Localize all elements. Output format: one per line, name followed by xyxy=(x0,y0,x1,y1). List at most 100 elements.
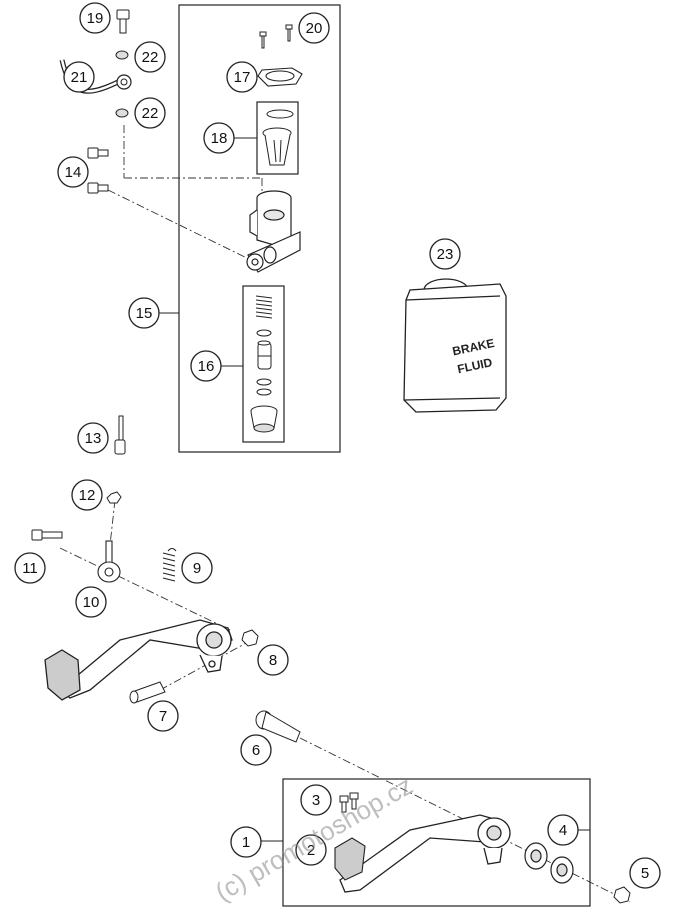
callout-circle xyxy=(257,644,289,676)
callout-number: 2 xyxy=(307,842,315,859)
callout-number: 23 xyxy=(437,246,454,263)
nut-part-5 xyxy=(613,886,631,904)
nut-part-8 xyxy=(241,629,259,647)
callout-circle xyxy=(71,479,103,511)
callout-number: 18 xyxy=(211,130,228,147)
callout-circle xyxy=(77,422,109,454)
piston-kit-frame xyxy=(242,285,285,443)
callout-12: 12 xyxy=(71,479,103,511)
pin-part-7 xyxy=(129,681,166,704)
callout-15: 15 xyxy=(128,297,160,329)
callout-circle xyxy=(295,834,327,866)
callout-11: 11 xyxy=(14,552,46,584)
brake-pedal-assembly-part-1 xyxy=(339,814,511,893)
bearing-part-4 xyxy=(524,842,574,884)
callout-number: 14 xyxy=(65,164,82,181)
callout-circle xyxy=(429,238,461,270)
pedal-assembly-frame xyxy=(282,778,591,907)
master-cylinder-frame xyxy=(178,4,341,453)
callout-number: 22 xyxy=(142,105,159,122)
push-rod-part-13 xyxy=(114,415,126,455)
callout-number: 1 xyxy=(242,834,250,851)
callout-21: 21 xyxy=(63,61,95,93)
callout-14: 14 xyxy=(57,156,89,188)
callout-16: 16 xyxy=(190,350,222,382)
nut-part-12 xyxy=(106,491,122,504)
callout-circle xyxy=(14,552,46,584)
bolt-part-19 xyxy=(116,9,130,34)
callout-9: 9 xyxy=(181,552,213,584)
callout-number: 12 xyxy=(79,487,96,504)
callout-circle xyxy=(63,61,95,93)
callout-3: 3 xyxy=(300,784,332,816)
callout-4: 4 xyxy=(547,814,579,846)
leader-lines xyxy=(159,137,590,842)
callout-7: 7 xyxy=(147,700,179,732)
callout-number: 19 xyxy=(87,10,104,27)
callout-circle xyxy=(181,552,213,584)
callout-circle xyxy=(190,350,222,382)
callout-circle xyxy=(230,826,262,858)
callout-1: 1 xyxy=(230,826,262,858)
callout-17: 17 xyxy=(226,61,258,93)
callout-circle xyxy=(203,122,235,154)
callout-number: 9 xyxy=(193,560,201,577)
callout-number: 10 xyxy=(83,594,100,611)
callout-number: 13 xyxy=(85,430,102,447)
reservoir-cap-part-17 xyxy=(257,67,303,87)
bolt-part-11 xyxy=(31,529,63,541)
callout-10: 10 xyxy=(75,586,107,618)
callout-number: 16 xyxy=(198,358,215,375)
callout-13: 13 xyxy=(77,422,109,454)
callout-circle xyxy=(300,784,332,816)
callout-circle xyxy=(240,734,272,766)
callout-19: 19 xyxy=(79,2,111,34)
callout-number: 11 xyxy=(22,560,38,577)
callout-circle xyxy=(79,2,111,34)
brake-fluid-bottle-part-23 xyxy=(403,278,507,413)
callout-number: 5 xyxy=(641,865,649,882)
callout-number: 3 xyxy=(312,792,320,809)
assembly-axes xyxy=(59,125,631,903)
callout-18: 18 xyxy=(203,122,235,154)
callout-8: 8 xyxy=(257,644,289,676)
screw-part-20 xyxy=(259,24,293,49)
bolt-part-14 xyxy=(87,147,109,194)
callout-circle xyxy=(75,586,107,618)
callout-number: 15 xyxy=(136,305,153,322)
callout-number: 22 xyxy=(142,49,159,66)
callout-circle xyxy=(298,12,330,44)
callout-circle xyxy=(128,297,160,329)
callout-2: 2 xyxy=(295,834,327,866)
bolt-part-6 xyxy=(255,710,301,743)
washer-part-22-top xyxy=(115,50,129,60)
callout-23: 23 xyxy=(429,238,461,270)
piston-kit-part-16 xyxy=(250,295,278,433)
clevis-part-10 xyxy=(97,540,121,583)
callout-number: 20 xyxy=(306,20,323,37)
callout-5: 5 xyxy=(629,857,661,889)
callout-circle xyxy=(134,41,166,73)
callout-6: 6 xyxy=(240,734,272,766)
washer-part-22-bottom xyxy=(115,108,129,118)
callout-circle xyxy=(629,857,661,889)
spring-part-9 xyxy=(162,547,177,582)
callout-circle xyxy=(57,156,89,188)
callout-circle xyxy=(547,814,579,846)
reservoir-insert-part-18 xyxy=(262,109,294,166)
brake-pedal-upper xyxy=(44,619,233,701)
callout-22: 22 xyxy=(134,97,166,129)
pedal-step-part-2 xyxy=(334,837,366,881)
callout-number: 17 xyxy=(234,69,251,86)
callout-20: 20 xyxy=(298,12,330,44)
callout-number: 8 xyxy=(269,652,277,669)
callout-circle xyxy=(147,700,179,732)
callout-number: 7 xyxy=(159,708,167,725)
callout-number: 6 xyxy=(252,742,260,759)
callout-22: 22 xyxy=(134,41,166,73)
master-cylinder-part-15 xyxy=(246,190,301,273)
callout-number: 4 xyxy=(559,822,567,839)
callout-circle xyxy=(134,97,166,129)
